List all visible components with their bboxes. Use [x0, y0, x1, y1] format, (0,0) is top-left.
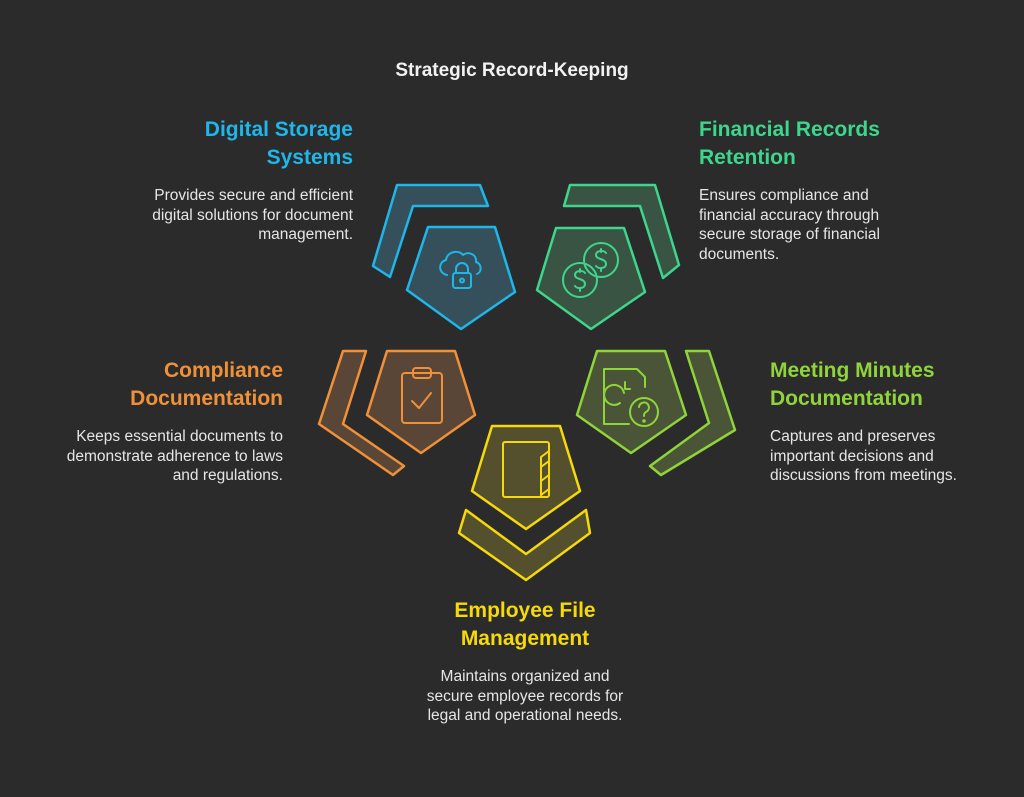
compliance-description: Keeps essential documents to demonstrate… — [20, 427, 283, 486]
description-line: demonstrate adherence to laws — [66, 447, 283, 465]
title-line: Financial Records — [699, 118, 880, 141]
title-line: Documentation — [770, 387, 923, 410]
financial-records-title: Financial Records Retention — [699, 116, 959, 172]
meeting-minutes-pentagon — [575, 349, 688, 455]
financial-records-shape — [535, 183, 681, 331]
description-line: Provides secure and efficient — [154, 187, 353, 204]
title-line: Compliance — [163, 359, 283, 382]
digital-storage-chevron — [371, 183, 490, 279]
description-line: financial accuracy through — [699, 206, 880, 224]
description-line: important decisions and — [770, 447, 934, 465]
employee-file-description: Maintains organized and secure employee … — [390, 667, 660, 726]
description-line: Captures and preserves — [770, 428, 936, 445]
description-line: Maintains organized and — [440, 668, 610, 685]
meeting-minutes-chevron — [648, 349, 737, 477]
compliance-pentagon — [365, 349, 477, 455]
description-line: secure employee records for — [426, 687, 624, 705]
description-line: management. — [258, 226, 353, 243]
digital-storage-block: Digital Storage Systems Provides secure … — [100, 116, 353, 245]
description-line: secure storage of financial — [699, 226, 880, 243]
description-line: and regulations. — [172, 467, 283, 484]
compliance-title: Compliance Documentation — [20, 357, 283, 413]
employee-file-chevron — [457, 508, 592, 582]
meeting-minutes-block: Meeting Minutes Documentation Captures a… — [770, 357, 1020, 486]
clipboard-check-icon — [401, 367, 443, 424]
title-line: Systems — [266, 146, 353, 169]
financial-records-pentagon — [535, 226, 647, 331]
digital-storage-title: Digital Storage Systems — [100, 116, 353, 172]
binder-icon — [502, 441, 550, 498]
compliance-shape — [317, 349, 477, 477]
cloud-lock-icon — [439, 250, 482, 289]
meeting-minutes-shape — [575, 349, 737, 477]
document-clock-question-icon — [603, 368, 659, 427]
compliance-chevron — [317, 349, 406, 477]
employee-file-block: Employee File Management Maintains organ… — [390, 597, 660, 726]
financial-records-block: Financial Records Retention Ensures comp… — [699, 116, 959, 264]
description-line: legal and operational needs. — [427, 707, 623, 724]
financial-records-chevron — [562, 183, 681, 280]
title-line: Management — [460, 627, 590, 650]
employee-file-shape — [457, 424, 592, 582]
digital-storage-description: Provides secure and efficient digital so… — [100, 186, 353, 245]
title-line: Digital Storage — [204, 118, 353, 141]
description-line: discussions from meetings. — [770, 467, 957, 484]
compliance-block: Compliance Documentation Keeps essential… — [20, 357, 283, 486]
employee-file-title: Employee File Management — [390, 597, 660, 653]
dollar-coins-icon — [562, 242, 619, 298]
financial-records-description: Ensures compliance and financial accurac… — [699, 186, 959, 264]
description-line: digital solutions for document — [152, 206, 353, 224]
description-line: Keeps essential documents to — [76, 428, 283, 445]
employee-file-pentagon — [470, 424, 582, 531]
diagram-title: Strategic Record-Keeping — [395, 60, 629, 81]
meeting-minutes-title: Meeting Minutes Documentation — [770, 357, 1020, 413]
description-line: documents. — [699, 245, 780, 263]
title-line: Employee File — [454, 599, 596, 622]
digital-storage-shape — [371, 183, 517, 331]
title-line: Meeting Minutes — [770, 359, 935, 382]
meeting-minutes-description: Captures and preserves important decisio… — [770, 427, 1020, 486]
title-line: Retention — [699, 146, 796, 169]
description-line: Ensures compliance and — [699, 187, 869, 204]
title-line: Documentation — [130, 387, 283, 410]
